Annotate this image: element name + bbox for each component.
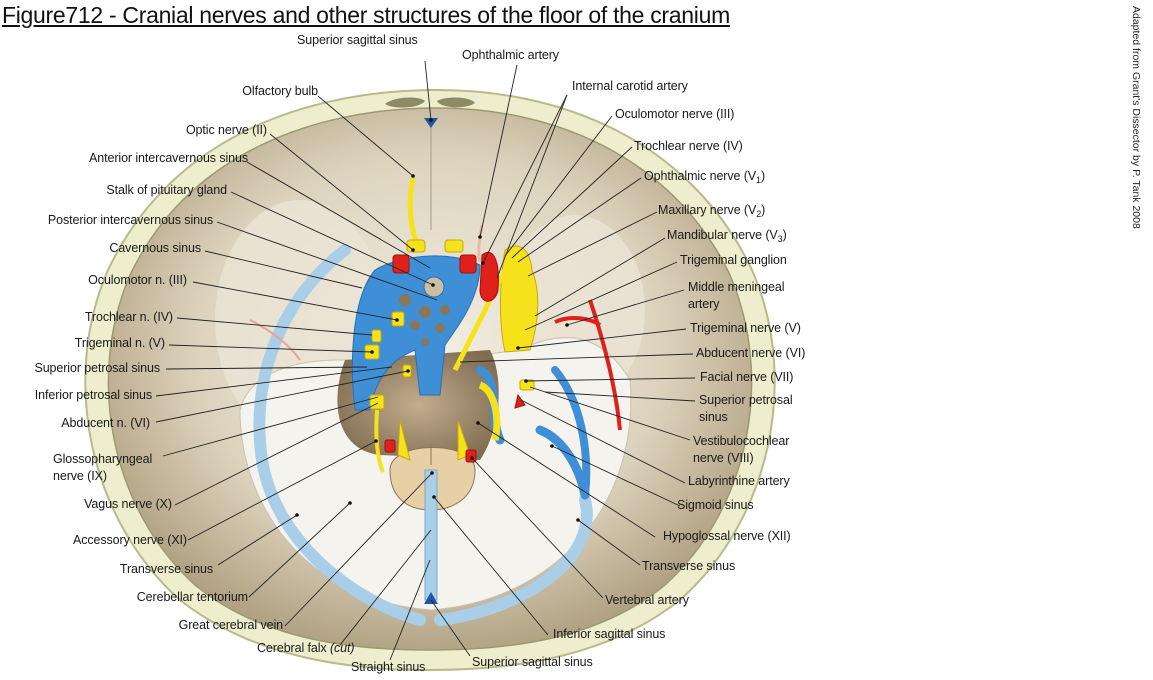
optic-nerve-right (444, 239, 464, 253)
label-inferior-petrosal-sinus: Inferior petrosal sinus (34, 388, 152, 402)
label-trigeminal-nerve: Trigeminal nerve (V) (690, 321, 801, 335)
label-ophthalmic-nerve-text: Ophthalmic nerve (V (644, 169, 757, 183)
frontal-sinus-right (437, 97, 475, 108)
label-hypoglossal-nerve: Hypoglossal nerve (XII) (663, 529, 791, 543)
label-glossopharyngeal-line2: nerve (IX) (53, 469, 107, 483)
label-superior-sagittal-sinus-bottom: Superior sagittal sinus (472, 655, 593, 669)
figure-title: Figure712 - Cranial nerves and other str… (2, 2, 730, 28)
label-stalk-of-pituitary-gland: Stalk of pituitary gland (106, 183, 227, 197)
label-vagus-nerve: Vagus nerve (X) (84, 497, 172, 511)
label-glossopharyngeal-line1: Glossopharyngeal (53, 452, 153, 466)
label-sigmoid-sinus: Sigmoid sinus (677, 498, 754, 512)
label-oculomotor-nerve: Oculomotor nerve (III) (615, 107, 735, 121)
label-ophthalmic-artery: Ophthalmic artery (462, 48, 559, 62)
label-abducent-nerve: Abducent nerve (VI) (696, 346, 806, 360)
trigeminal-ganglion-shape (499, 245, 539, 353)
label-vertebral-artery: Vertebral artery (605, 593, 689, 607)
middle-meningeal-artery-shape (554, 299, 622, 431)
internal-carotid-curve (479, 252, 499, 302)
label-cerebral-falx-text: Cerebral falx (257, 641, 327, 655)
label-maxillary-nerve-text: Maxillary nerve (V (658, 203, 757, 217)
label-maxillary-nerve: Maxillary nerve (V2) (658, 202, 765, 223)
label-anterior-intercavernous-sinus: Anterior intercavernous sinus (89, 151, 248, 165)
label-optic-nerve: Optic nerve (II) (185, 123, 267, 137)
label-olfactory-bulb: Olfactory bulb (242, 84, 318, 98)
label-middle-meningeal-artery: Middle meningeal artery (688, 279, 784, 313)
superior-sagittal-sinus-bottom-mark (424, 592, 438, 604)
label-transverse-sinus-right: Transverse sinus (642, 559, 736, 573)
label-great-cerebral-vein: Great cerebral vein (178, 618, 284, 632)
cavernous-sinus-shape (351, 255, 481, 411)
leader-lines (155, 60, 696, 661)
label-mandibular-nerve-text: Mandibular nerve (V (667, 228, 778, 242)
label-ophthalmic-nerve: Ophthalmic nerve (V1) (644, 168, 765, 189)
label-superior-petrosal-sinus-right: Superior petrosal sinus (699, 392, 793, 426)
source-credit: Adapted from Grant's Dissector by P. Tan… (1130, 6, 1142, 229)
label-mandibular-nerve: Mandibular nerve (V3) (667, 227, 787, 248)
label-cavernous-sinus: Cavernous sinus (109, 241, 201, 255)
label-abducent-n: Abducent n. (VI) (61, 416, 150, 430)
label-straight-sinus: Straight sinus (351, 660, 426, 674)
label-posterior-intercavernous-sinus: Posterior intercavernous sinus (47, 213, 213, 227)
label-superior-sagittal-sinus-top: Superior sagittal sinus (297, 33, 418, 47)
superior-sagittal-sinus-top-mark (424, 118, 438, 128)
label-cerebellar-tentorium: Cerebellar tentorium (136, 590, 248, 604)
label-vestibulocochlear-nerve: Vestibulocochlear nerve (VIII) (693, 433, 789, 467)
label-mandibular-nerve-sub: 3 (777, 234, 783, 244)
label-facial-nerve: Facial nerve (VII) (700, 370, 794, 384)
internal-carotid-right (459, 254, 477, 274)
label-ophthalmic-nerve-sub: 1 (756, 175, 761, 185)
label-trochlear-n: Trochlear n. (IV) (84, 310, 173, 324)
abducent-nerve-right (452, 268, 508, 372)
vertebral-artery-left (384, 439, 396, 453)
label-cerebral-falx: Cerebral falx (cut) (257, 640, 355, 657)
label-trigeminal-ganglion: Trigeminal ganglion (680, 253, 787, 267)
label-superior-petrosal-right-line1: Superior petrosal (699, 393, 793, 407)
label-maxillary-nerve-sub: 2 (756, 209, 762, 219)
label-labyrinthine-artery: Labyrinthine artery (688, 474, 790, 488)
label-vestibulocochlear-line1: Vestibulocochlear (693, 434, 790, 448)
label-glossopharyngeal-nerve: Glossopharyngeal nerve (IX) (53, 451, 152, 485)
label-middle-meningeal-line2: artery (688, 297, 720, 311)
leader-dots (295, 118, 580, 522)
label-superior-petrosal-right-line2: sinus (699, 410, 728, 424)
label-transverse-sinus-left: Transverse sinus (119, 562, 213, 576)
label-vestibulocochlear-line2: nerve (VIII) (693, 451, 754, 465)
label-maxillary-nerve-tail: ) (761, 203, 766, 217)
label-cerebral-falx-note: (cut) (329, 641, 355, 655)
transverse-sinus-left-shape (253, 244, 426, 626)
label-middle-meningeal-line1: Middle meningeal (688, 280, 785, 294)
label-ophthalmic-nerve-tail: ) (760, 169, 766, 183)
label-oculomotor-n: Oculomotor n. (III) (88, 273, 187, 287)
frontal-sinus-left (385, 97, 425, 108)
label-internal-carotid-artery: Internal carotid artery (572, 79, 688, 93)
transverse-sinus-right-shape (434, 494, 593, 626)
label-inferior-sagittal-sinus: Inferior sagittal sinus (553, 627, 666, 641)
optic-nerve-left (406, 239, 426, 253)
label-accessory-nerve: Accessory nerve (XI) (72, 533, 187, 547)
label-trigeminal-n: Trigeminal n. (V) (74, 336, 165, 350)
label-mandibular-nerve-tail: ) (782, 228, 787, 242)
label-trochlear-nerve: Trochlear nerve (IV) (634, 139, 743, 153)
label-superior-petrosal-sinus-left: Superior petrosal sinus (34, 361, 160, 375)
